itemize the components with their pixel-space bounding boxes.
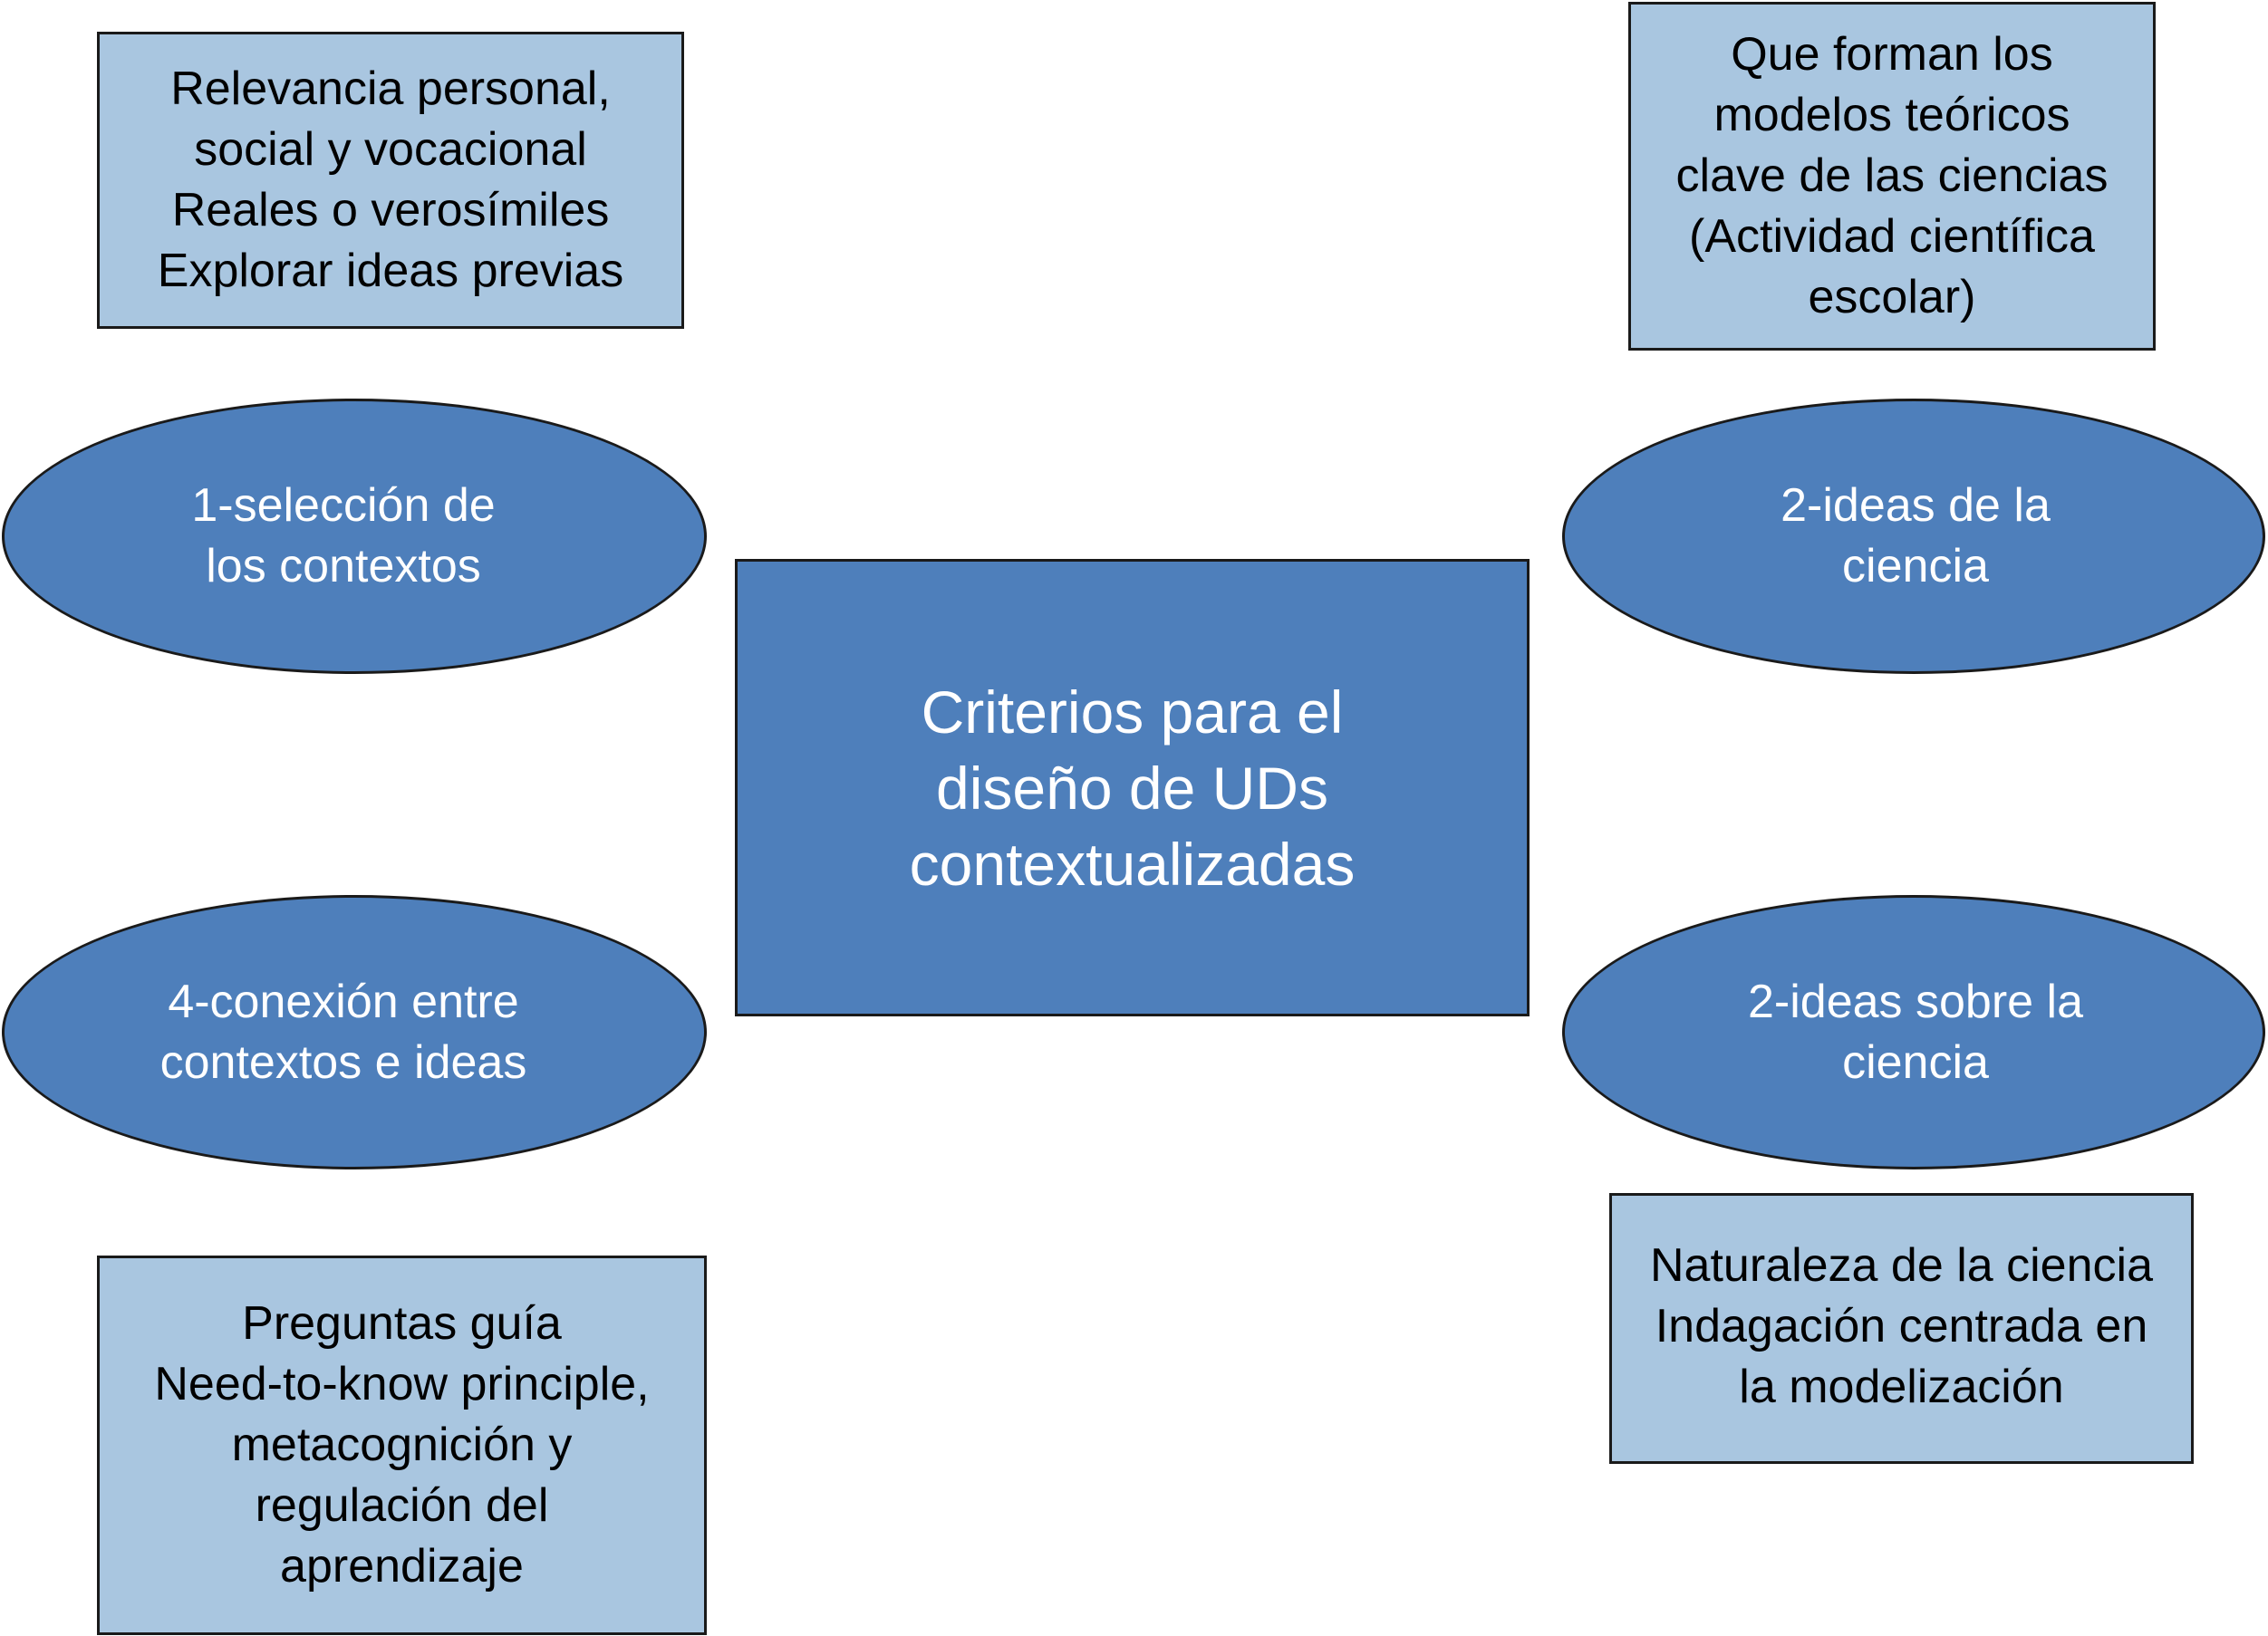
detail-line: Que forman los — [1731, 28, 2053, 81]
detail-line: escolar) — [1808, 271, 1976, 323]
detail-line: Explorar ideas previas — [157, 245, 624, 297]
criterion-label-line: 2-ideas de la — [1781, 479, 2051, 532]
detail-line: social y vocacional — [194, 123, 587, 176]
criterion-node-ideas-about-science: 2-ideas sobre la ciencia — [1562, 895, 2265, 1169]
central-concept-line: diseño de UDs — [936, 754, 1328, 822]
detail-line: Need-to-know principle, — [154, 1358, 650, 1410]
criterion-label-line: 4-conexión entre — [168, 975, 519, 1028]
central-concept-line: contextualizadas — [909, 830, 1356, 898]
detail-line: (Actividad científica — [1689, 210, 2095, 263]
detail-line: Preguntas guía — [242, 1297, 562, 1350]
detail-line: Relevancia personal, — [170, 63, 611, 115]
detail-line: clave de las ciencias — [1675, 149, 2109, 202]
detail-box-context-idea-connection: Preguntas guía Need-to-know principle, m… — [97, 1256, 707, 1635]
detail-line: Naturaleza de la ciencia — [1650, 1239, 2153, 1292]
detail-box-science-ideas: Que forman los modelos teóricos clave de… — [1628, 2, 2156, 351]
criterion-label-line: contextos e ideas — [159, 1035, 527, 1089]
detail-box-context-selection: Relevancia personal, social y vocacional… — [97, 32, 684, 329]
criterion-label-line: ciencia — [1842, 540, 1989, 592]
detail-line: la modelización — [1739, 1361, 2064, 1413]
central-concept-box: Criterios para el diseño de UDs contextu… — [735, 559, 1530, 1016]
criterion-label-line: los contextos — [206, 540, 481, 592]
criterion-label-line: 1-selección de — [191, 479, 496, 532]
detail-line: metacognición y — [231, 1419, 573, 1471]
central-concept-line: Criterios para el — [921, 678, 1344, 746]
criterion-node-context-selection: 1-selección de los contextos — [2, 399, 707, 674]
detail-line: Reales o verosímiles — [171, 184, 610, 236]
criterion-node-science-ideas: 2-ideas de la ciencia — [1562, 399, 2265, 674]
detail-line: modelos teóricos — [1713, 89, 2070, 141]
detail-line: aprendizaje — [280, 1540, 524, 1593]
criterion-label-line: ciencia — [1842, 1035, 1989, 1089]
criterion-label-line: 2-ideas sobre la — [1748, 975, 2083, 1028]
detail-line: Indagación centrada en — [1655, 1300, 2148, 1352]
criterion-node-context-idea-connection: 4-conexión entre contextos e ideas — [2, 895, 707, 1169]
detail-box-ideas-about-science: Naturaleza de la ciencia Indagación cent… — [1609, 1193, 2194, 1464]
detail-line: regulación del — [255, 1479, 549, 1532]
